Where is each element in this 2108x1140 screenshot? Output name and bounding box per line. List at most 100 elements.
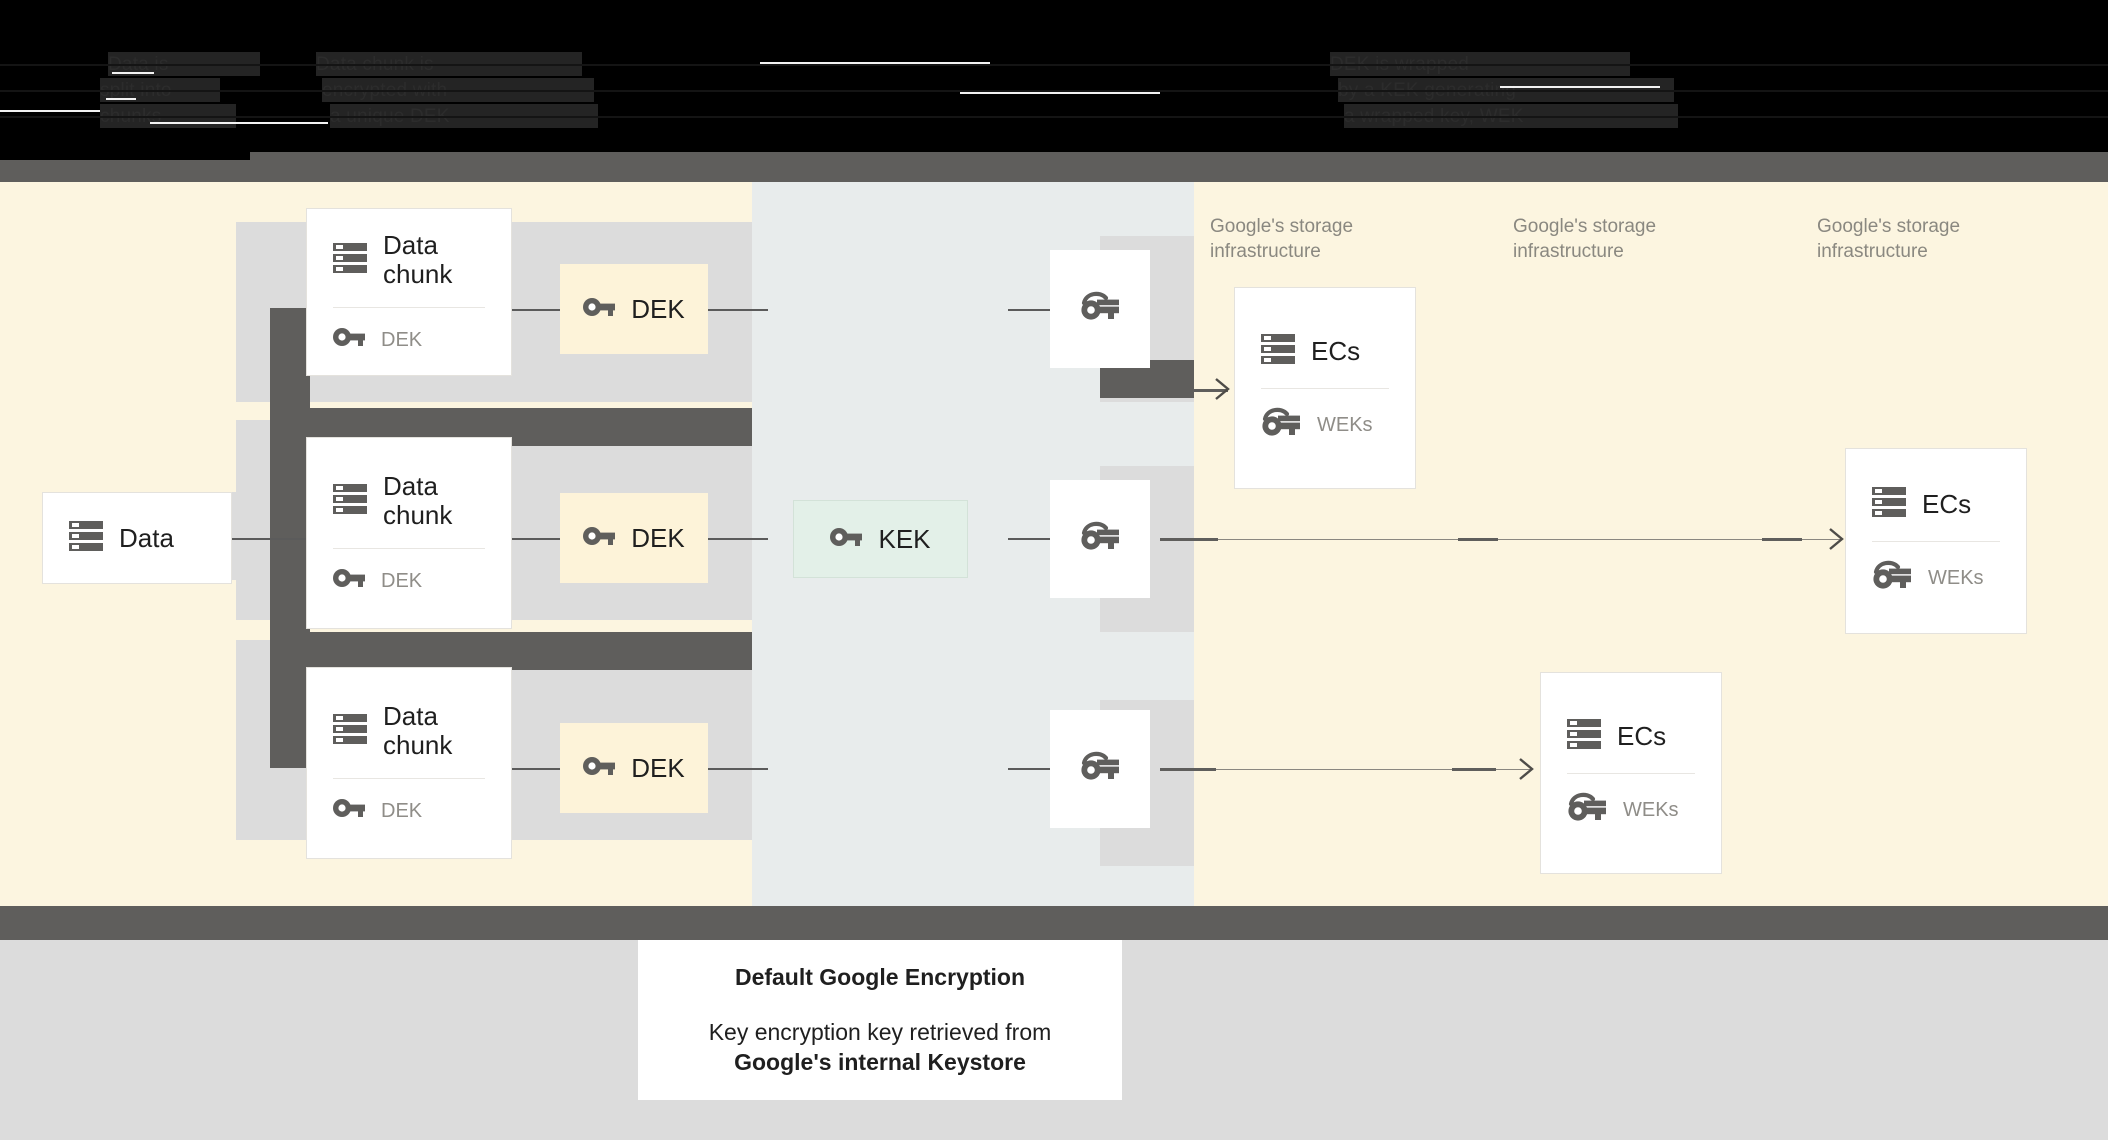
dek-chip-label: DEK <box>631 752 685 783</box>
ecs-header: ECs <box>1541 718 1721 755</box>
data-chunk-card[interactable]: Data chunk DEK <box>306 667 512 859</box>
ecs-card[interactable]: ECs WEKs <box>1234 287 1416 489</box>
arrow-shaft-row3-seg-a <box>1160 768 1216 771</box>
arrow-shaft-row2 <box>1160 539 1840 540</box>
data-chunk-key-row: DEK <box>307 797 511 824</box>
data-chunk-header: Data chunk <box>307 472 511 530</box>
dek-chip[interactable]: DEK <box>560 493 708 583</box>
arrow-shaft-row2-seg-b <box>1458 538 1498 541</box>
kek-chip-label: KEK <box>878 523 931 554</box>
connector-to-wek3 <box>1008 768 1050 770</box>
wrapped-key-tile[interactable] <box>1050 250 1150 368</box>
caption-card: Default Google Encryption Key encryption… <box>638 940 1122 1100</box>
card-divider <box>333 307 485 308</box>
bottom-divider-bar <box>0 906 2108 940</box>
ecs-key-label: WEKs <box>1928 567 1984 589</box>
storage-icon <box>333 713 367 750</box>
obscured-header: Data is split into chunks Data chunk is … <box>0 0 2108 164</box>
data-source-title: Data <box>119 522 174 553</box>
connector-kek-to-wek2 <box>1008 538 1050 540</box>
key-icon <box>583 755 616 782</box>
wrapped-key-icon <box>1567 792 1607 829</box>
connector-dek2-out <box>708 538 768 540</box>
connector-to-wek1 <box>1008 309 1050 311</box>
card-divider <box>333 548 485 549</box>
storage-icon <box>1567 718 1601 755</box>
redaction-streak <box>150 122 328 124</box>
arrow-shaft-row2-seg-c <box>1762 538 1802 541</box>
storage-icon <box>69 520 103 557</box>
storage-icon <box>1872 486 1906 523</box>
ecs-key-row: WEKs <box>1846 560 2026 597</box>
dek-chip[interactable]: DEK <box>560 264 708 354</box>
redaction-streak <box>0 110 100 112</box>
key-icon <box>830 526 863 553</box>
ecs-key-row: WEKs <box>1235 407 1415 444</box>
key-icon <box>583 296 616 323</box>
ecs-card[interactable]: ECs WEKs <box>1845 448 2027 634</box>
data-chunk-title: Data chunk <box>383 701 453 760</box>
connector-dek1-out <box>708 309 768 311</box>
data-chunk-header: Data chunk <box>307 702 511 760</box>
redaction-streak <box>960 92 1160 94</box>
data-source-card[interactable]: Data <box>42 492 232 584</box>
connector-chunk2-to-dek <box>512 538 560 540</box>
ecs-card[interactable]: ECs WEKs <box>1540 672 1722 874</box>
connector-dek3-out <box>708 768 768 770</box>
storage-icon <box>333 483 367 520</box>
wrapped-key-tile[interactable] <box>1050 710 1150 828</box>
data-chunk-title: Data chunk <box>383 230 453 289</box>
dek-chip-label: DEK <box>631 522 685 553</box>
wrapped-key-icon <box>1080 291 1120 328</box>
caption-body: Key encryption key retrieved from Google… <box>709 1017 1052 1077</box>
card-divider <box>1261 387 1389 389</box>
wrapped-key-icon <box>1080 521 1120 558</box>
dek-chip-label: DEK <box>631 293 685 324</box>
dek-chip[interactable]: DEK <box>560 723 708 813</box>
redaction-scanline <box>0 64 2108 66</box>
ecs-title: ECs <box>1617 720 1667 751</box>
data-chunk-title: Data chunk <box>383 471 453 530</box>
arrow-shaft-row1 <box>1172 389 1228 392</box>
ecs-key-row: WEKs <box>1541 792 1721 829</box>
kek-chip[interactable]: KEK <box>793 500 968 578</box>
bracket-branch-2 <box>270 632 752 670</box>
ecs-title: ECs <box>1311 335 1361 366</box>
arrow-shaft-row3 <box>1160 769 1530 770</box>
card-divider <box>1872 540 2000 542</box>
data-chunk-key-label: DEK <box>381 569 423 592</box>
caption-title: Default Google Encryption <box>734 963 1026 990</box>
data-chunk-key-label: DEK <box>381 328 423 351</box>
caption-body-prefix: Key encryption key retrieved from <box>708 1018 1052 1045</box>
connector-chunk3-to-dek <box>512 768 560 770</box>
wrapped-key-tile[interactable] <box>1050 480 1150 598</box>
data-chunk-key-label: DEK <box>381 799 423 822</box>
connector-source-to-chunks <box>228 538 360 540</box>
data-chunk-card[interactable]: Data chunk DEK <box>306 437 512 629</box>
ecs-title: ECs <box>1922 488 1972 519</box>
redaction-streak <box>112 72 154 74</box>
wrapped-key-icon <box>1872 560 1912 597</box>
storage-infrastructure-label: Google's storage infrastructure <box>1513 216 1657 262</box>
card-divider <box>1567 772 1695 774</box>
ecs-key-label: WEKs <box>1317 414 1373 436</box>
wrapped-key-icon <box>1080 751 1120 788</box>
redaction-streak <box>106 98 136 100</box>
data-chunk-header: Data chunk <box>307 231 511 289</box>
storage-icon <box>333 242 367 279</box>
key-icon <box>583 525 616 552</box>
key-icon <box>333 326 365 353</box>
storage-infrastructure-label: Google's storage infrastructure <box>1210 216 1354 262</box>
storage-icon <box>1261 333 1295 370</box>
redaction-streak <box>1500 86 1660 88</box>
connector-chunk1-to-dek <box>512 309 560 311</box>
wrapped-key-icon <box>1261 407 1301 444</box>
data-chunk-key-row: DEK <box>307 326 511 353</box>
ecs-key-label: WEKs <box>1623 799 1679 821</box>
data-chunk-card[interactable]: Data chunk DEK <box>306 208 512 376</box>
ecs-header: ECs <box>1846 486 2026 523</box>
card-divider <box>333 778 485 779</box>
arrow-shaft-row3-seg-b <box>1452 768 1496 771</box>
arrow-shaft-row2-seg-a <box>1160 538 1218 541</box>
